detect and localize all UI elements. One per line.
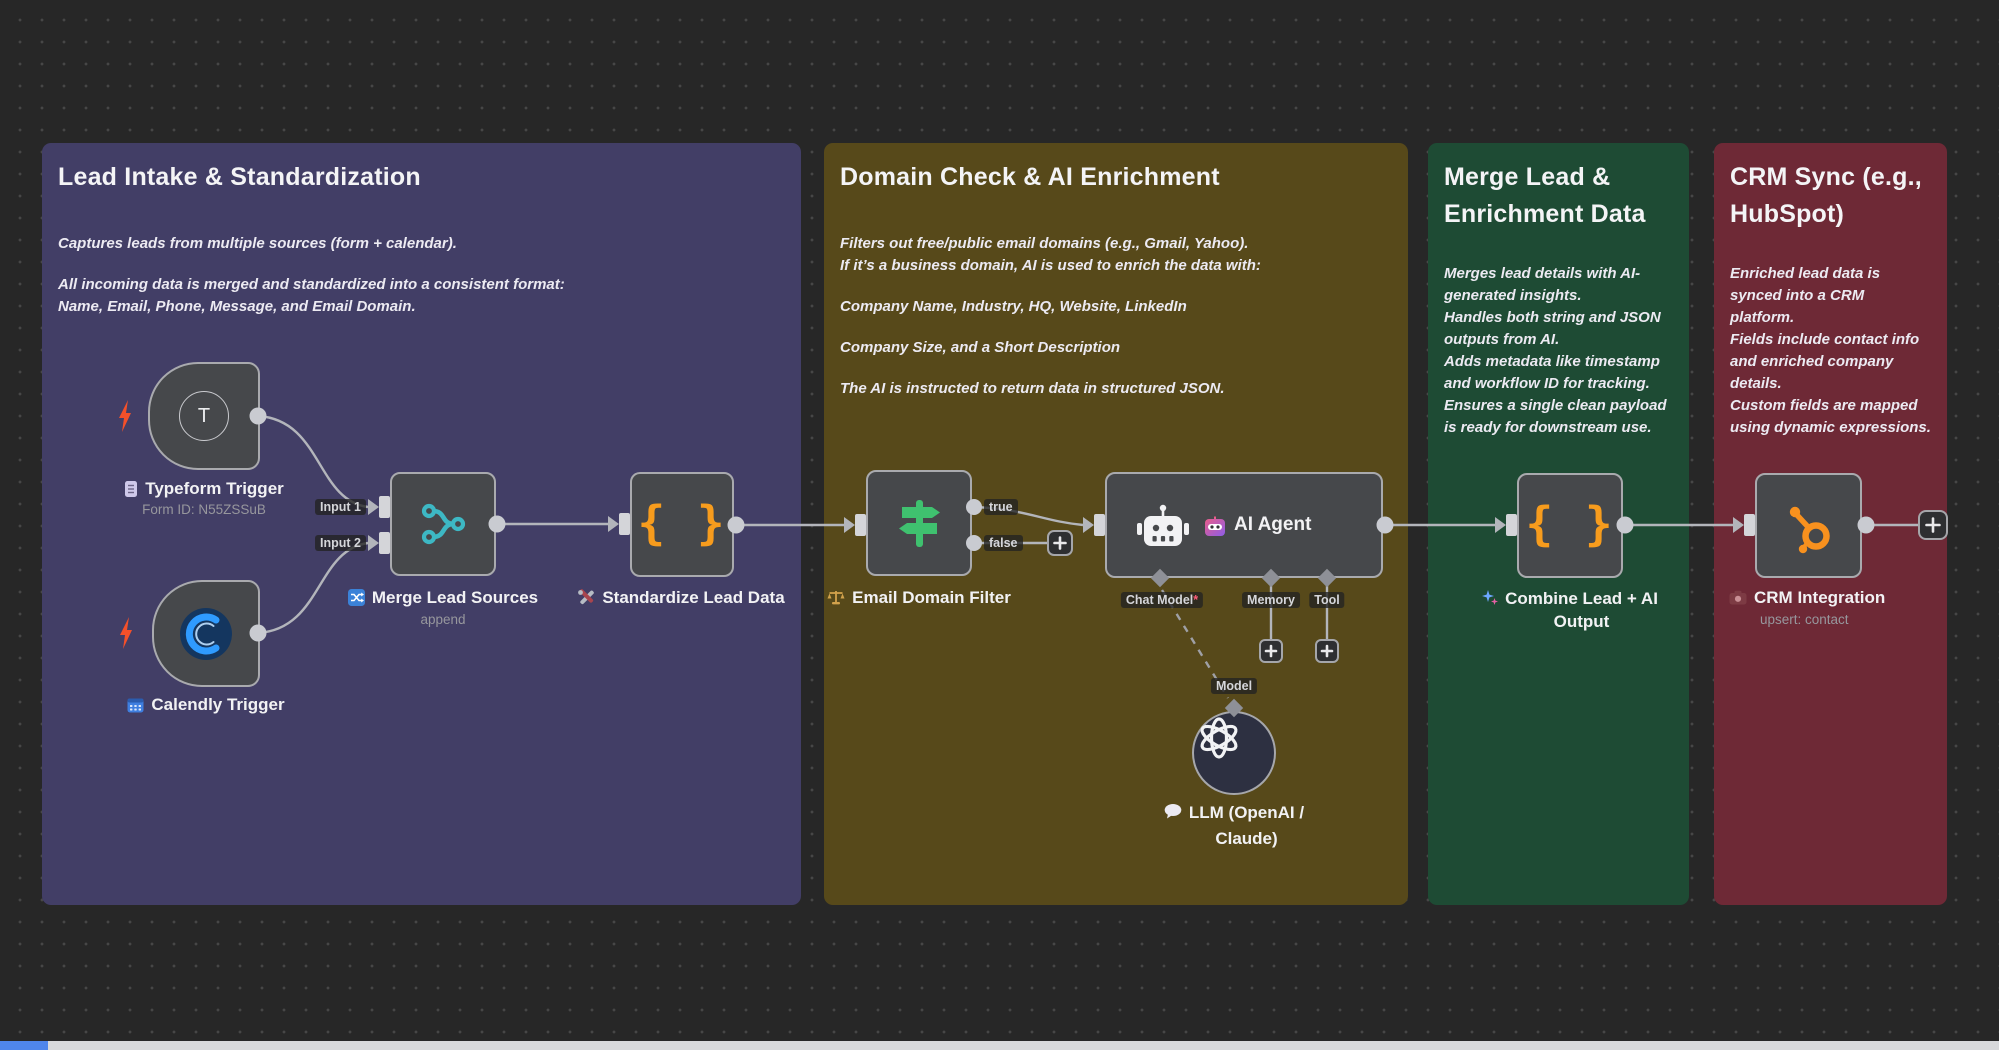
merge-input1-label: Input 1 [315, 499, 366, 515]
llm-model-connector[interactable] [1224, 698, 1244, 718]
trigger-bolt-icon [119, 400, 131, 432]
set-node-icon: { } [637, 495, 727, 550]
robot-emoji-icon [1205, 516, 1225, 536]
scales-icon [827, 591, 845, 605]
standardize-input-port [619, 513, 630, 535]
shuffle-icon [347, 589, 365, 606]
input-arrow [1083, 517, 1094, 533]
group-title-lead-intake: Lead Intake & Standardization [58, 163, 421, 191]
filter-input-port [855, 514, 866, 536]
group-desc: Filters out free/public email domains (e… [840, 235, 1261, 274]
group-desc: Company Name, Industry, HQ, Website, Lin… [840, 298, 1187, 315]
agent-chatmodel-connector[interactable] [1150, 568, 1170, 588]
set-node-icon: { } [1525, 496, 1615, 551]
horizontal-scrollbar[interactable] [0, 1041, 1999, 1050]
agent-tool-label: Tool [1309, 592, 1345, 608]
add-tool-button[interactable] [1315, 639, 1339, 663]
calendly-node-label: Calendly Trigger [106, 693, 306, 716]
standardize-output-dot[interactable] [727, 516, 745, 534]
group-desc: Enriched lead data is synced into a CRM … [1730, 265, 1931, 436]
crm-node-sublabel: upsert: contact [1760, 612, 1849, 627]
llm-model-label: Model [1210, 678, 1258, 694]
node-typeform-trigger[interactable]: T [148, 362, 260, 470]
merge-input1-port [379, 496, 390, 518]
node-merge-lead-sources[interactable] [390, 472, 496, 576]
notebook-icon [125, 480, 138, 497]
camera-icon [1729, 590, 1747, 605]
group-desc: Merges lead details with AI-generated in… [1444, 265, 1667, 436]
horizontal-scrollbar-thumb[interactable] [0, 1041, 48, 1050]
filter-node-label: Email Domain Filter [809, 586, 1029, 609]
node-email-domain-filter[interactable] [866, 470, 972, 576]
merge-icon [421, 503, 466, 545]
filter-false-label: false [984, 535, 1023, 551]
combine-output-dot[interactable] [1616, 516, 1634, 534]
openai-icon [1200, 717, 1238, 759]
typeform-output-dot[interactable] [249, 407, 267, 425]
robot-icon [1137, 504, 1189, 546]
calendar-icon [127, 698, 144, 712]
agent-tool-connector[interactable] [1317, 568, 1337, 588]
agent-memory-connector[interactable] [1261, 568, 1281, 588]
agent-output-dot[interactable] [1376, 516, 1394, 534]
node-ai-agent[interactable]: AI Agent [1105, 472, 1383, 578]
agent-input-port [1094, 514, 1105, 536]
standardize-node-label: Standardize Lead Data [571, 586, 791, 609]
input-arrow [368, 535, 379, 551]
input-arrow [1495, 517, 1506, 533]
group-title-merge-enrichment: Merge Lead & Enrichment Data [1444, 163, 1646, 228]
crm-node-label: CRM Integration [1729, 586, 1959, 609]
typeform-node-sublabel: Form ID: N55ZSSuB [142, 502, 266, 517]
input-arrow [1733, 517, 1744, 533]
trigger-bolt-icon [120, 617, 132, 649]
calendly-output-dot[interactable] [249, 624, 267, 642]
typeform-icon: T [179, 391, 229, 441]
filter-true-label: true [984, 499, 1018, 515]
if-signpost-icon [899, 500, 940, 547]
ai-agent-label: AI Agent [1234, 514, 1312, 535]
input-arrow [844, 517, 855, 533]
group-desc: The AI is instructed to return data in s… [840, 380, 1225, 397]
llm-node-label: LLM (OpenAI / Claude) [1134, 800, 1334, 852]
tools-icon [578, 589, 595, 605]
add-node-button-end[interactable] [1918, 510, 1948, 540]
add-node-button-false[interactable] [1047, 530, 1073, 556]
agent-memory-label: Memory [1242, 592, 1300, 608]
calendly-icon [180, 607, 232, 660]
node-calendly-trigger[interactable] [152, 580, 260, 687]
crm-output-dot[interactable] [1857, 516, 1875, 534]
agent-chatmodel-label: Chat Model* [1120, 592, 1204, 608]
group-title-domain-check: Domain Check & AI Enrichment [840, 163, 1220, 191]
speech-bubble-icon [1164, 804, 1182, 819]
merge-input2-label: Input 2 [315, 535, 366, 551]
combine-node-label: Combine Lead + AI Output [1470, 587, 1670, 633]
typeform-node-label: Typeform Trigger [104, 477, 304, 500]
group-desc: Captures leads from multiple sources (fo… [58, 235, 457, 252]
combine-input-port [1506, 514, 1517, 536]
sparkles-icon [1482, 590, 1499, 605]
group-desc: Company Size, and a Short Description [840, 339, 1121, 356]
required-asterisk: * [1193, 593, 1199, 607]
filter-false-output-dot[interactable] [966, 535, 982, 551]
input-arrow [608, 516, 619, 532]
merge-output-dot[interactable] [488, 515, 506, 533]
filter-true-output-dot[interactable] [966, 499, 982, 515]
merge-node-sublabel: append [420, 612, 466, 627]
merge-input2-port [379, 532, 390, 554]
crm-input-port [1744, 514, 1755, 536]
group-title-crm-sync: CRM Sync (e.g., HubSpot) [1730, 163, 1922, 228]
group-desc: All incoming data is merged and standard… [58, 276, 565, 315]
merge-node-label: Merge Lead Sources [343, 586, 543, 609]
hubspot-icon [1789, 506, 1830, 553]
input-arrow [368, 499, 379, 515]
add-memory-button[interactable] [1259, 639, 1283, 663]
node-crm-integration[interactable] [1755, 473, 1862, 578]
node-combine-lead-ai-output[interactable]: { } [1517, 473, 1623, 578]
